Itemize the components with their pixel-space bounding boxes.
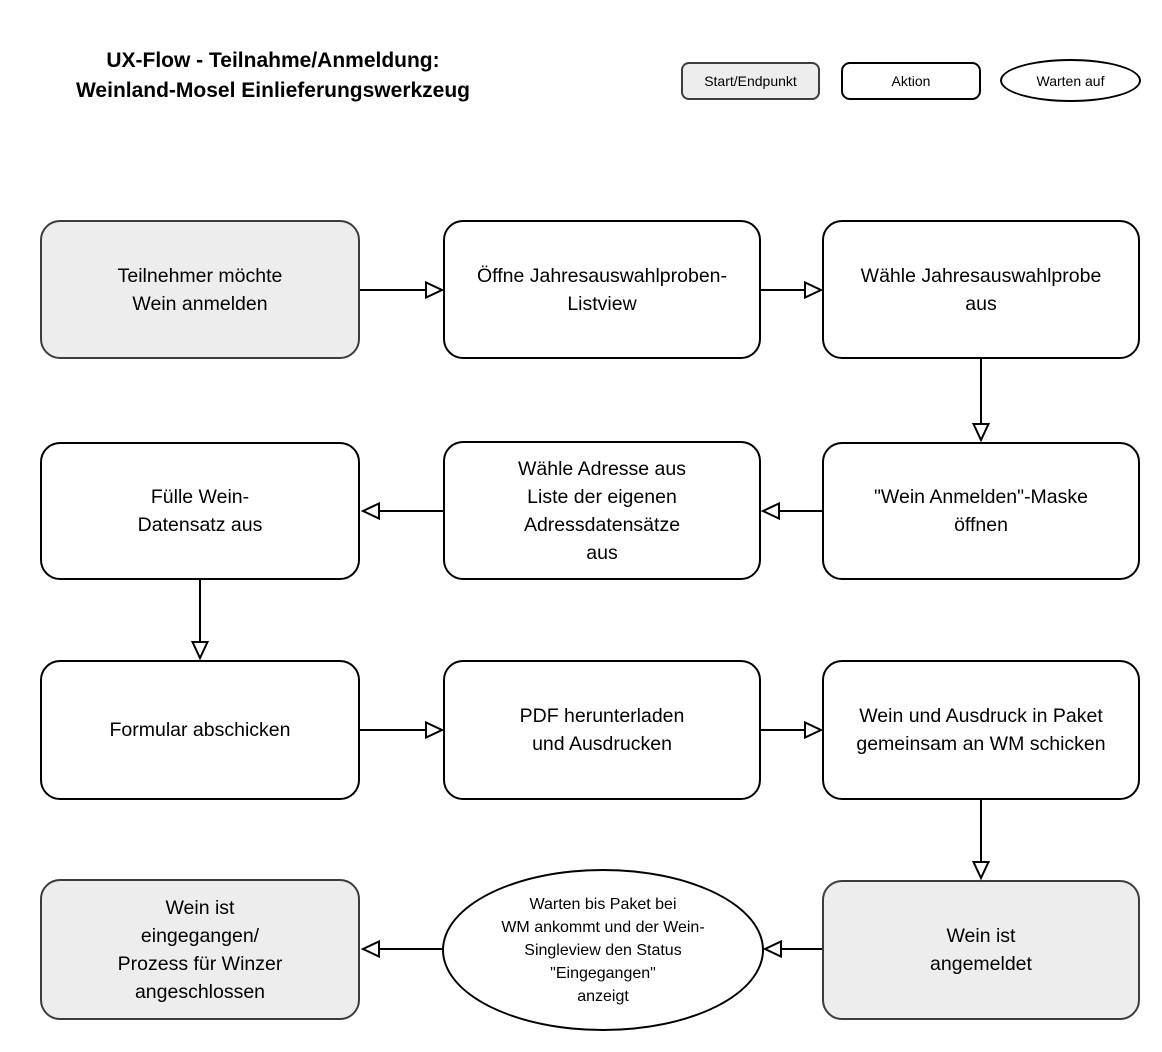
legend-start-endpoint: Start/Endpunkt	[681, 62, 820, 100]
flow-node-download-pdf: PDF herunterladen und Ausdrucken	[443, 660, 761, 800]
legend-warten-auf-label: Warten auf	[1036, 72, 1105, 89]
flow-node-choose-address: Wähle Adresse aus Liste der eigenen Adre…	[443, 441, 761, 580]
arrow-open-mask-to-choose-address	[760, 501, 822, 521]
flow-node-fill-wine-record: Fülle Wein- Datensatz aus	[40, 442, 360, 580]
flow-node-process-finished: Wein ist eingegangen/ Prozess für Winzer…	[40, 879, 360, 1020]
arrow-start-to-open-listview	[360, 280, 445, 300]
arrow-submit-form-to-download-pdf	[360, 720, 445, 740]
legend-warten-auf: Warten auf	[1000, 59, 1141, 102]
diagram-title: UX-Flow - Teilnahme/Anmeldung: Weinland-…	[75, 49, 471, 102]
arrow-open-listview-to-choose-probe	[761, 280, 824, 300]
arrow-wait-package-to-process-finished	[360, 939, 443, 959]
legend-action: Aktion	[841, 62, 981, 100]
arrow-wine-registered-to-wait-package	[762, 939, 822, 959]
flow-node-wine-registered: Wein ist angemeldet	[822, 880, 1140, 1020]
flow-node-choose-probe: Wähle Jahresauswahlprobe aus	[822, 220, 1140, 359]
arrow-download-pdf-to-send-package	[761, 720, 824, 740]
flow-node-open-listview: Öffne Jahresauswahlproben- Listview	[443, 220, 761, 359]
flow-node-submit-form: Formular abschicken	[40, 660, 360, 800]
arrow-choose-address-to-fill-wine-record	[360, 501, 443, 521]
flow-node-send-package: Wein und Ausdruck in Paket gemeinsam an …	[822, 660, 1140, 800]
flow-node-wait-package: Warten bis Paket bei WM ankommt und der …	[442, 869, 764, 1031]
arrow-choose-probe-to-open-mask	[971, 359, 991, 443]
flow-node-open-mask: "Wein Anmelden"-Maske öffnen	[822, 442, 1140, 580]
arrow-send-package-to-wine-registered	[971, 800, 991, 881]
arrow-fill-wine-record-to-submit-form	[190, 580, 210, 661]
legend-start-endpoint-label: Start/Endpunkt	[704, 73, 797, 89]
legend-action-label: Aktion	[891, 73, 931, 89]
flow-node-start: Teilnehmer möchte Wein anmelden	[40, 220, 360, 359]
